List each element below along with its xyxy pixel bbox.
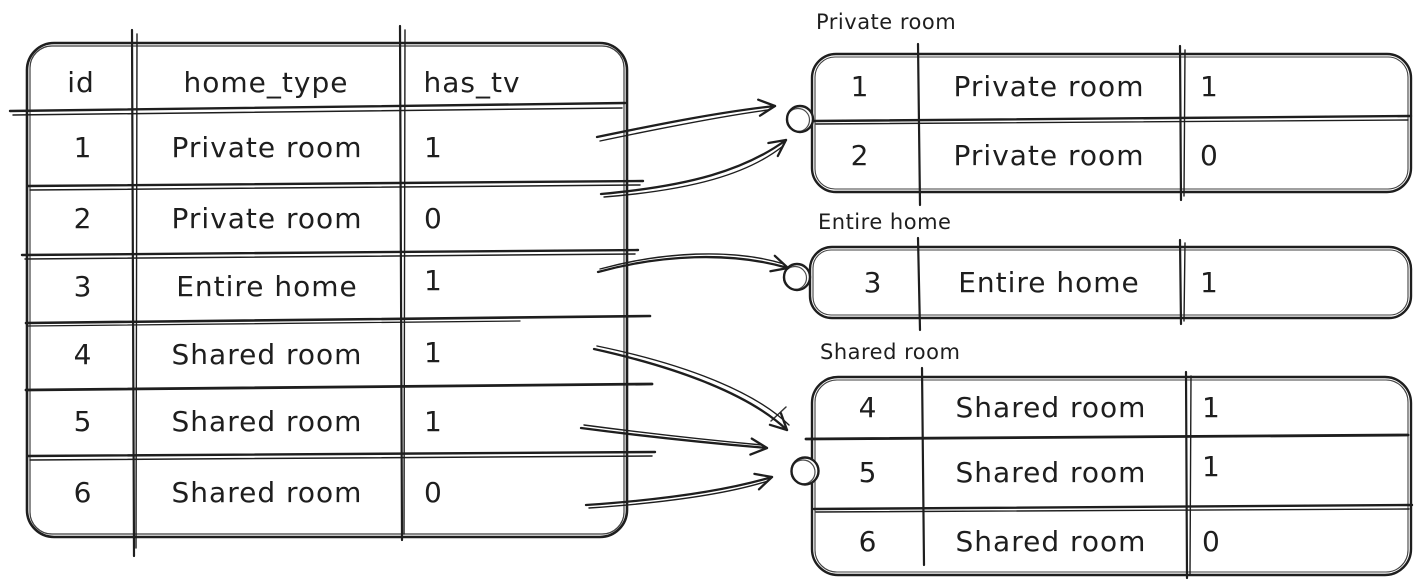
arrow-row5-to-shared bbox=[579, 424, 769, 456]
group-cell-home-type: Shared room bbox=[955, 525, 1147, 558]
group-cell-has-tv: 1 bbox=[1200, 70, 1219, 103]
arrow-row6-to-shared bbox=[584, 472, 774, 509]
source-header-id: id bbox=[67, 65, 95, 99]
group-cell-id: 1 bbox=[850, 70, 870, 103]
source-cell-home-type: Shared room bbox=[171, 405, 363, 438]
group-label-private: Private room bbox=[816, 10, 957, 34]
source-cell-home-type: Shared room bbox=[171, 476, 363, 509]
group-cell-home-type: Shared room bbox=[955, 390, 1147, 424]
group-table-frame-entire bbox=[782, 236, 1413, 332]
source-cell-id: 6 bbox=[73, 476, 93, 509]
group-label-entire: Entire home bbox=[818, 210, 952, 234]
source-header-home-type: home_type bbox=[183, 65, 349, 99]
group-table-frame-private bbox=[785, 42, 1413, 207]
group-cell-has-tv: 0 bbox=[1200, 139, 1219, 172]
source-header-has-tv: has_tv bbox=[423, 65, 521, 99]
group-cell-home-type: Entire home bbox=[958, 266, 1140, 299]
group-cell-has-tv: 1 bbox=[1202, 390, 1221, 424]
arrow-row3-to-entire bbox=[596, 253, 790, 274]
source-cell-home-type: Entire home bbox=[176, 269, 358, 303]
group-cell-id: 3 bbox=[863, 266, 883, 299]
source-cell-has-tv: 1 bbox=[424, 335, 443, 369]
arrow-row2-to-private bbox=[599, 138, 788, 198]
source-cell-id: 1 bbox=[73, 130, 93, 164]
source-cell-home-type: Shared room bbox=[171, 337, 363, 371]
group-cell-has-tv: 0 bbox=[1202, 525, 1221, 558]
source-cell-has-tv: 1 bbox=[424, 405, 443, 438]
source-cell-has-tv: 0 bbox=[424, 201, 443, 235]
group-cell-id: 4 bbox=[858, 390, 878, 424]
group-table-frame-shared bbox=[790, 366, 1414, 580]
group-cell-home-type: Shared room bbox=[955, 456, 1147, 489]
source-cell-has-tv: 1 bbox=[424, 130, 443, 164]
group-cell-home-type: Private room bbox=[953, 139, 1145, 172]
source-cell-id: 3 bbox=[73, 269, 93, 303]
source-table-frame bbox=[8, 24, 657, 558]
source-cell-has-tv: 0 bbox=[424, 476, 443, 509]
source-cell-id: 2 bbox=[73, 201, 93, 235]
group-label-shared: Shared room bbox=[820, 340, 961, 364]
source-cell-has-tv: 1 bbox=[424, 263, 443, 297]
group-cell-id: 5 bbox=[858, 456, 878, 489]
group-cell-home-type: Private room bbox=[953, 70, 1145, 103]
group-cell-has-tv: 1 bbox=[1200, 266, 1219, 299]
source-cell-id: 5 bbox=[73, 405, 93, 438]
arrow-row4-to-shared bbox=[592, 345, 790, 432]
arrow-row1-to-private bbox=[595, 98, 777, 142]
group-cell-has-tv: 1 bbox=[1202, 450, 1221, 483]
group-cell-id: 6 bbox=[858, 525, 878, 558]
source-cell-id: 4 bbox=[73, 337, 93, 371]
source-cell-home-type: Private room bbox=[171, 201, 363, 235]
source-cell-home-type: Private room bbox=[171, 130, 363, 164]
group-cell-id: 2 bbox=[850, 139, 870, 172]
